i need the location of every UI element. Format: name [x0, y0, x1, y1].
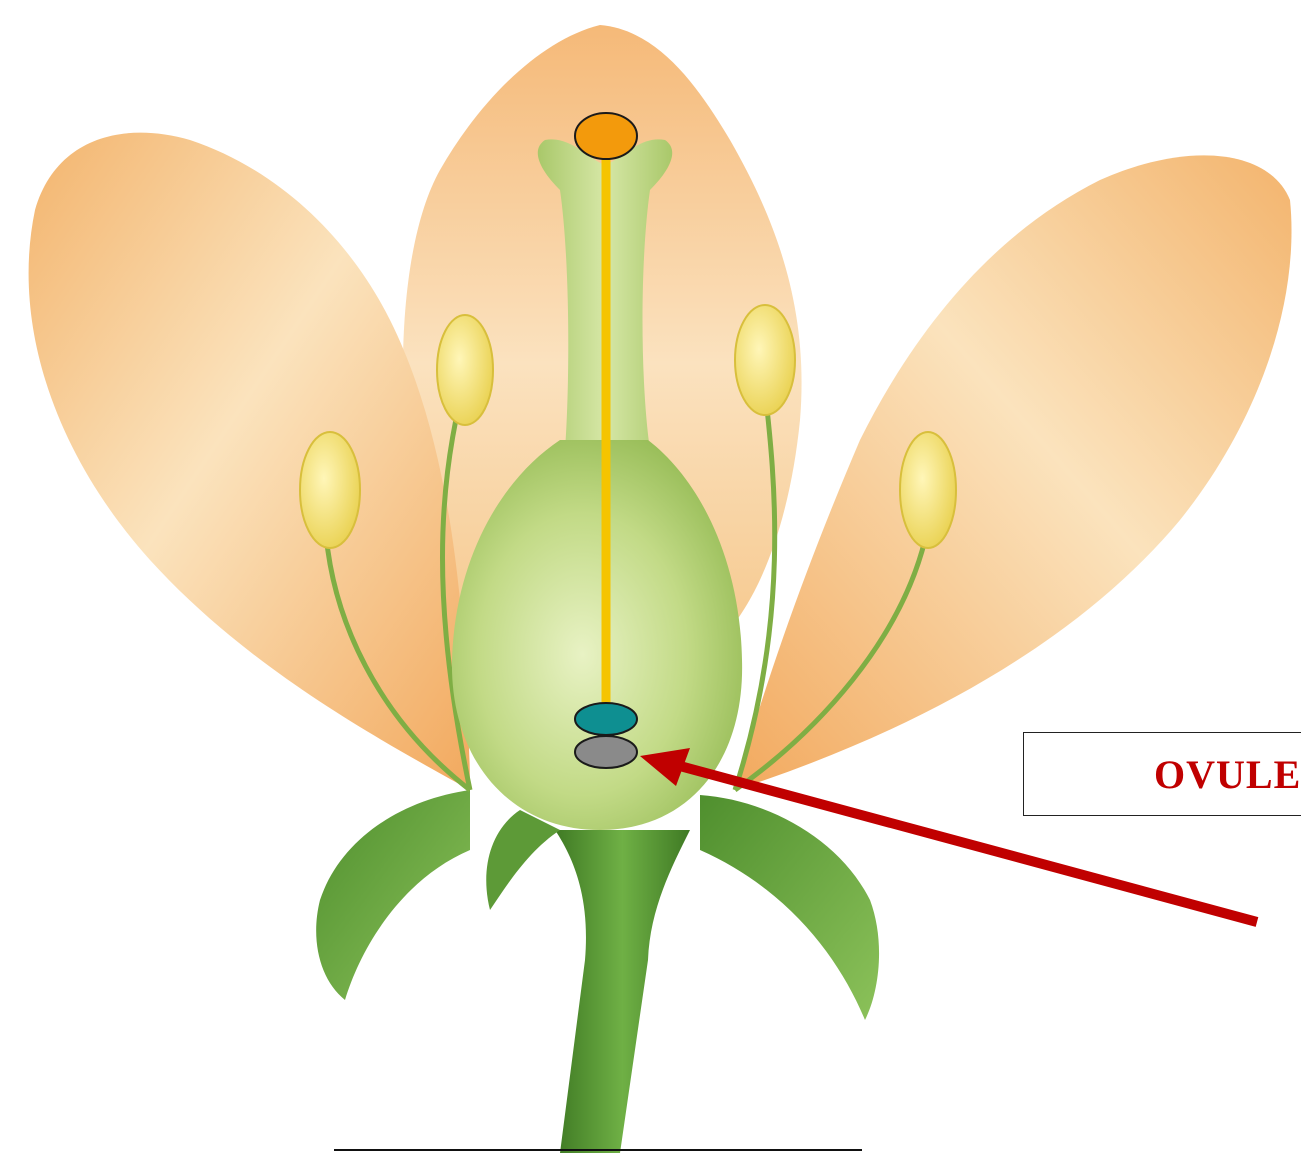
anther-right-inner	[735, 305, 795, 415]
stem	[555, 830, 690, 1153]
anther-right-outer	[900, 432, 956, 548]
sperm-nucleus-marker	[575, 703, 637, 735]
anther-left-outer	[300, 432, 360, 548]
sepal-center-left	[486, 810, 560, 910]
petal-right	[735, 155, 1292, 790]
pollen-grain-marker	[575, 113, 637, 159]
sepal-right	[700, 795, 879, 1020]
ovule-label: OVULE	[1154, 751, 1301, 798]
ovule-marker	[575, 736, 637, 768]
petal-left	[29, 133, 470, 790]
ovule-label-box: OVULE	[1023, 732, 1301, 816]
anther-left-inner	[437, 315, 493, 425]
sepal-left	[316, 790, 470, 1000]
